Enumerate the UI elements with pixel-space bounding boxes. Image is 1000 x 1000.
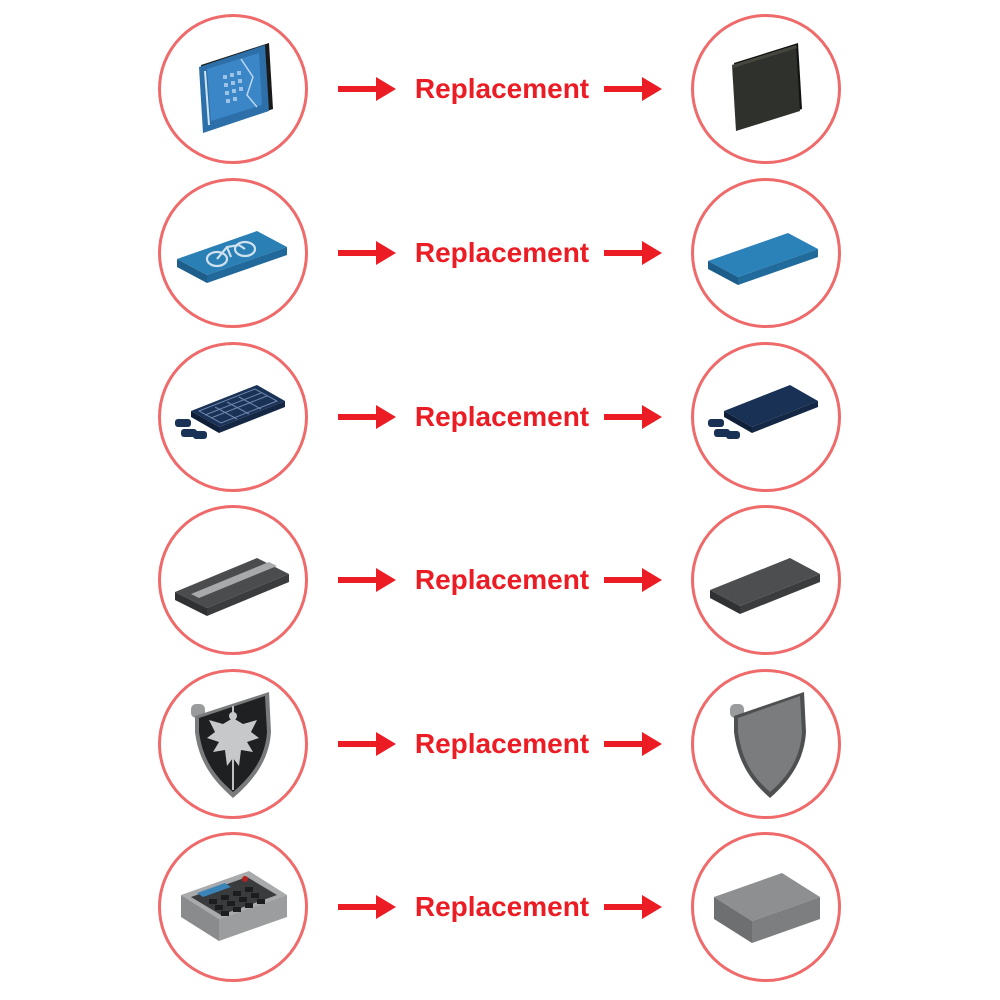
shield-plain-gray-icon (730, 692, 806, 798)
arrow-right-icon (604, 77, 662, 101)
arrow-right-icon (338, 77, 396, 101)
original-part-circle (158, 505, 308, 655)
replacement-label: Replacement (414, 73, 590, 104)
arrow-right-icon (604, 732, 662, 756)
replacement-label: Replacement (414, 237, 590, 268)
replacement-part-circle (691, 178, 841, 328)
black-tile-plain-icon (732, 43, 802, 131)
blueprint-tile-printed-icon (199, 43, 273, 133)
replacement-part-circle (691, 342, 841, 492)
arrow-right-icon (604, 568, 662, 592)
dark-blue-tile-clip-plain-icon (708, 385, 818, 439)
original-part-circle (158, 669, 308, 819)
replacement-row-2: Replacement (0, 178, 1000, 334)
replacement-label: Replacement (414, 728, 590, 759)
arrow-right-icon (604, 241, 662, 265)
original-part-circle (158, 342, 308, 492)
replacement-row-6: Replacement (0, 832, 1000, 988)
original-part-circle (158, 178, 308, 328)
tile-keypad-print-icon (181, 871, 287, 941)
original-part-circle (158, 14, 308, 164)
arrow-right-icon (604, 405, 662, 429)
shield-eagle-print-icon (191, 692, 271, 798)
dark-gray-tile-stripe-print-icon (175, 558, 289, 616)
arrow-right-icon (338, 732, 396, 756)
arrow-right-icon (604, 895, 662, 919)
original-part-circle (158, 832, 308, 982)
replacement-row-5: Replacement (0, 669, 1000, 825)
replacement-row-3: Replacement (0, 342, 1000, 498)
blue-tile-plain-icon (708, 233, 818, 285)
dark-gray-tile-plain-icon (710, 558, 820, 614)
arrow-right-icon (338, 895, 396, 919)
replacement-part-circle (691, 669, 841, 819)
replacement-part-circle (691, 832, 841, 982)
replacement-label: Replacement (414, 891, 590, 922)
gray-tile-plain-icon (714, 873, 820, 943)
dark-blue-tile-clip-solar-print-icon (175, 385, 285, 439)
arrow-right-icon (338, 568, 396, 592)
replacement-part-circle (691, 505, 841, 655)
arrow-right-icon (338, 405, 396, 429)
blue-tile-bicycle-print-icon (177, 231, 287, 283)
arrow-right-icon (338, 241, 396, 265)
replacement-row-4: Replacement (0, 505, 1000, 661)
replacement-row-1: Replacement (0, 14, 1000, 170)
replacement-part-circle (691, 14, 841, 164)
replacement-label: Replacement (414, 564, 590, 595)
replacement-label: Replacement (414, 401, 590, 432)
